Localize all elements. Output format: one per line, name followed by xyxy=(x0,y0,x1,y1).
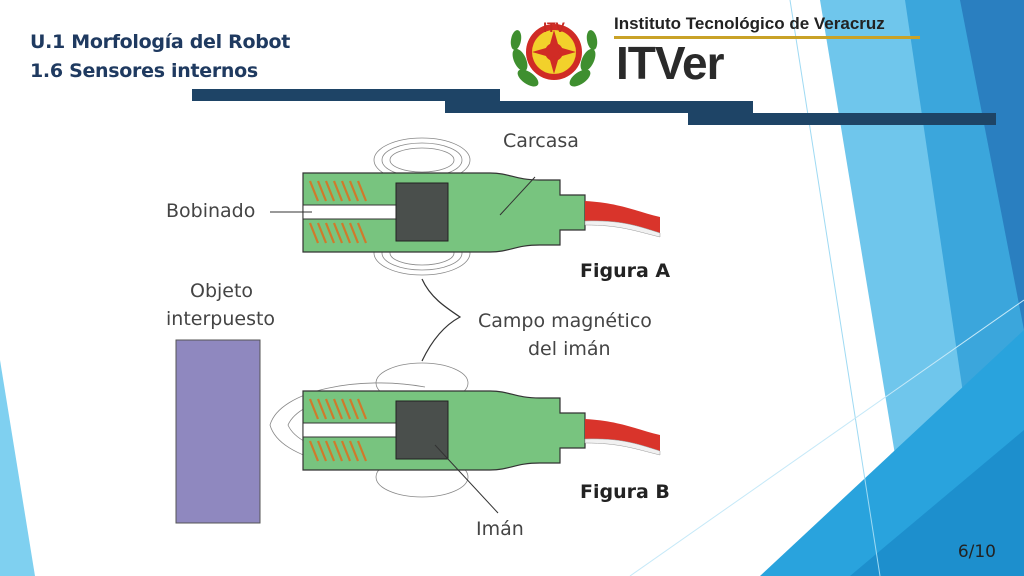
institute-name: Instituto Tecnológico de Veracruz xyxy=(614,14,885,33)
institute-underline xyxy=(614,36,920,39)
label-campo-line-1: Campo magnético xyxy=(478,310,652,332)
title-line-1: U.1 Morfología del Robot xyxy=(30,31,291,53)
page-number: 6/10 xyxy=(957,542,996,562)
sensor-a xyxy=(270,137,661,276)
label-objeto-line-1: Objeto xyxy=(190,280,253,302)
label-objeto-line-2: interpuesto xyxy=(166,308,275,330)
label-figura-a: Figura A xyxy=(580,260,670,282)
header-bar-2 xyxy=(445,101,753,113)
itv-emblem-icon: ITV xyxy=(510,19,598,87)
label-bobinado: Bobinado xyxy=(166,200,255,222)
label-campo-line-2: del imán xyxy=(528,338,611,360)
title-line-2: 1.6 Sensores internos xyxy=(30,60,258,82)
institute-abbreviation: ITVer xyxy=(616,37,725,89)
emblem-text: ITV xyxy=(543,19,565,35)
label-carcasa: Carcasa xyxy=(503,130,579,152)
label-iman: Imán xyxy=(476,518,524,540)
label-figura-b: Figura B xyxy=(580,481,670,503)
header-bar-3 xyxy=(688,113,996,125)
sensor-b xyxy=(175,339,661,524)
header-bar-1 xyxy=(192,89,500,101)
inductive-sensor-diagram: Carcasa Bobinado Figura A Objeto interpu… xyxy=(166,130,670,540)
slide-title: U.1 Morfología del Robot 1.6 Sensores in… xyxy=(30,28,290,86)
